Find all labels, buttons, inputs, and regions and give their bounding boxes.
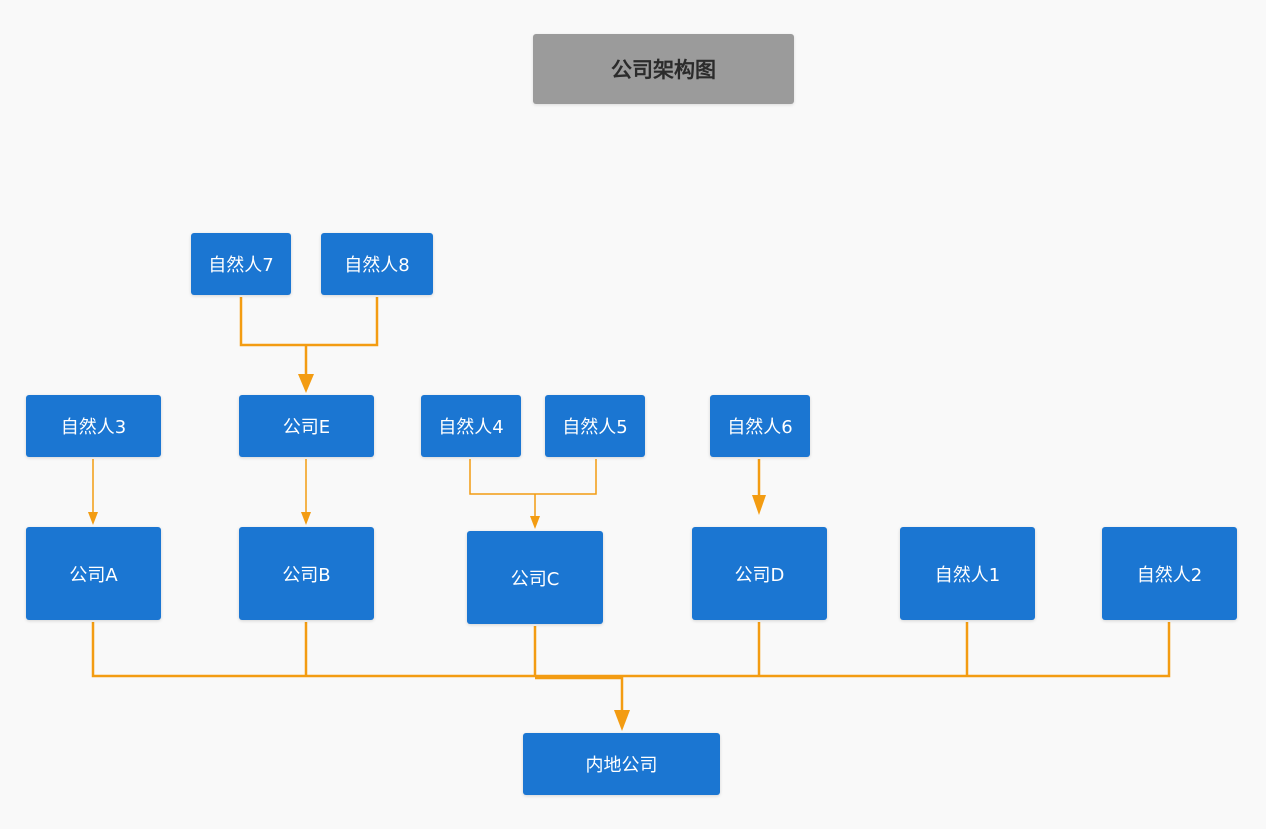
connector-bottom-row-to-mainland [91, 622, 1171, 712]
arrowhead-to-companyD [752, 495, 766, 515]
node-companyE: 公司E [239, 395, 374, 457]
chart-title: 公司架构图 [533, 34, 794, 104]
arrowhead-to-companyC [530, 516, 540, 529]
node-person6: 自然人6 [710, 395, 810, 457]
arrowhead-to-companyB [301, 512, 311, 525]
node-companyA: 公司A [26, 527, 161, 620]
arrowhead-to-companyA [88, 512, 98, 525]
arrowhead-to-mainland [614, 710, 630, 731]
node-mainland-company: 内地公司 [523, 733, 720, 795]
node-companyB: 公司B [239, 527, 374, 620]
connector-persons45-to-companyC [469, 459, 597, 518]
node-companyC: 公司C [467, 531, 603, 624]
node-person5: 自然人5 [545, 395, 645, 457]
node-person1: 自然人1 [900, 527, 1035, 620]
node-companyD: 公司D [692, 527, 827, 620]
node-person7: 自然人7 [191, 233, 291, 295]
arrowhead-to-companyE [298, 374, 314, 393]
node-person4: 自然人4 [421, 395, 521, 457]
node-person8: 自然人8 [321, 233, 433, 295]
node-person3: 自然人3 [26, 395, 161, 457]
connector-persons78-to-companyE [239, 297, 379, 376]
node-person2: 自然人2 [1102, 527, 1237, 620]
